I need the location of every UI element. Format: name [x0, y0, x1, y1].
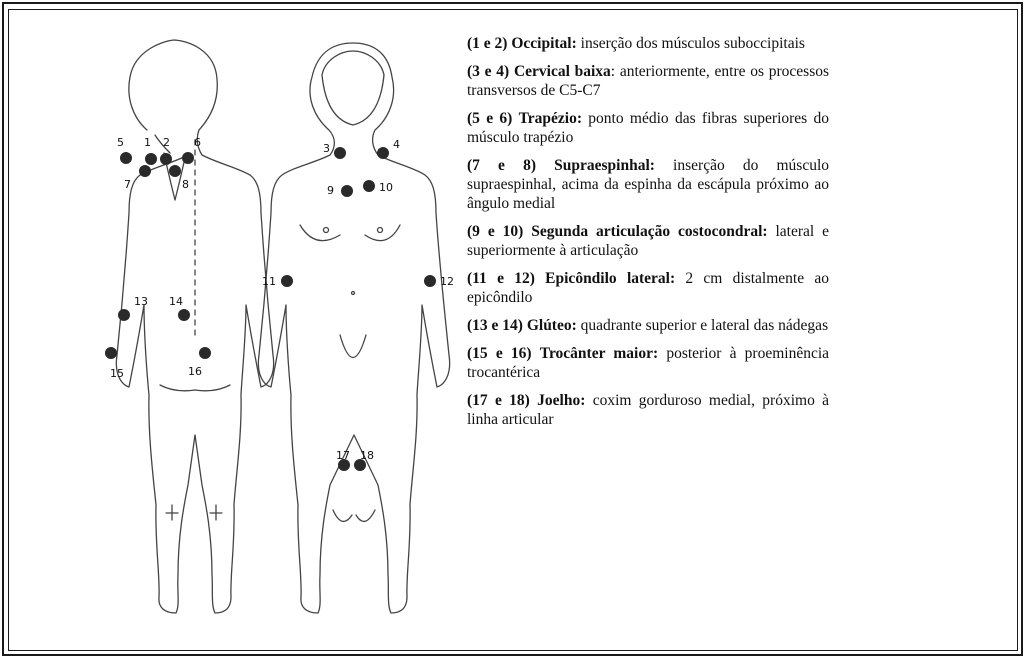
point-label-12: 12	[440, 275, 454, 288]
legend-term: Glúteo:	[527, 317, 577, 334]
legend-pair: (7 e 8)	[467, 157, 536, 174]
legend-item-occipital: (1 e 2) Occipital: inserção dos músculos…	[467, 34, 829, 53]
tender-point-10	[363, 180, 375, 192]
point-label-11: 11	[262, 275, 276, 288]
legend-term: Trapézio:	[519, 110, 582, 127]
legend-pair: (5 e 6)	[467, 110, 512, 127]
legend-pair: (3 e 4)	[467, 63, 509, 80]
tender-point-5	[120, 152, 132, 164]
point-label-1: 1	[144, 136, 151, 149]
point-label-2: 2	[163, 136, 170, 149]
legend-item-trapezio: (5 e 6) Trapézio: ponto médio das fibras…	[467, 109, 829, 147]
tender-points-legend: (1 e 2) Occipital: inserção dos músculos…	[467, 34, 829, 438]
legend-item-costocondral: (9 e 10) Segunda articulação costocondra…	[467, 222, 829, 260]
front-view-figure	[258, 43, 449, 613]
legend-term: Segunda articulação costocondral:	[531, 223, 767, 240]
point-label-4: 4	[393, 138, 400, 151]
tender-point-3	[334, 147, 346, 159]
tender-points-figure: 1 2 3 4 5 6 7 8 9 10 11 12 13 14 15 16 1…	[60, 35, 470, 635]
legend-pair: (11 e 12)	[467, 270, 535, 287]
point-label-8: 8	[182, 178, 189, 191]
legend-pair: (1 e 2)	[467, 35, 507, 52]
point-label-6: 6	[194, 136, 201, 149]
tender-point-4	[377, 147, 389, 159]
point-label-18: 18	[360, 449, 374, 462]
legend-item-trocanter: (15 e 16) Trocânter maior: posterior à p…	[467, 344, 829, 382]
point-label-13: 13	[134, 295, 148, 308]
point-label-14: 14	[169, 295, 183, 308]
legend-item-gluteo: (13 e 14) Glúteo: quadrante superior e l…	[467, 316, 829, 335]
tender-point-12	[424, 275, 436, 287]
tender-point-9	[341, 185, 353, 197]
legend-term: Epicôndilo lateral:	[545, 270, 675, 287]
tender-point-8	[169, 165, 181, 177]
legend-pair: (17 e 18)	[467, 392, 530, 409]
legend-pair: (13 e 14)	[467, 317, 523, 334]
point-label-7: 7	[124, 178, 131, 191]
legend-pair: (15 e 16)	[467, 345, 532, 362]
legend-term: Supraespinhal:	[554, 157, 655, 174]
point-label-15: 15	[110, 367, 124, 380]
tender-point-6	[182, 152, 194, 164]
legend-term: Occipital:	[511, 35, 576, 52]
tender-point-13	[118, 309, 130, 321]
point-label-10: 10	[379, 181, 393, 194]
back-view-figure	[116, 40, 273, 613]
point-label-17: 17	[336, 449, 350, 462]
tender-point-11	[281, 275, 293, 287]
tender-point-14	[178, 309, 190, 321]
tender-point-7	[139, 165, 151, 177]
tender-point-15	[105, 347, 117, 359]
legend-item-cervical-baixa: (3 e 4) Cervical baixa: anteriormente, e…	[467, 62, 829, 100]
tender-point-1	[145, 153, 157, 165]
legend-description: quadrante superior e lateral das nádegas	[577, 317, 828, 334]
point-label-9: 9	[327, 184, 334, 197]
legend-item-epicondilo: (11 e 12) Epicôndilo lateral: 2 cm dista…	[467, 269, 829, 307]
point-label-16: 16	[188, 365, 202, 378]
legend-term: Joelho:	[537, 392, 585, 409]
legend-term: Cervical baixa	[514, 63, 611, 80]
tender-point-16	[199, 347, 211, 359]
point-label-3: 3	[323, 142, 330, 155]
tender-point-2	[160, 153, 172, 165]
legend-description: inserção dos músculos suboccipitais	[577, 35, 805, 52]
legend-item-joelho: (17 e 18) Joelho: coxim gorduroso medial…	[467, 391, 829, 429]
body-outlines: 1 2 3 4 5 6 7 8 9 10 11 12 13 14 15 16 1…	[60, 35, 470, 635]
legend-item-supraespinhal: (7 e 8) Supraespinhal: inserção do múscu…	[467, 156, 829, 213]
legend-pair: (9 e 10)	[467, 223, 523, 240]
point-label-5: 5	[117, 136, 124, 149]
legend-term: Trocânter maior:	[540, 345, 658, 362]
